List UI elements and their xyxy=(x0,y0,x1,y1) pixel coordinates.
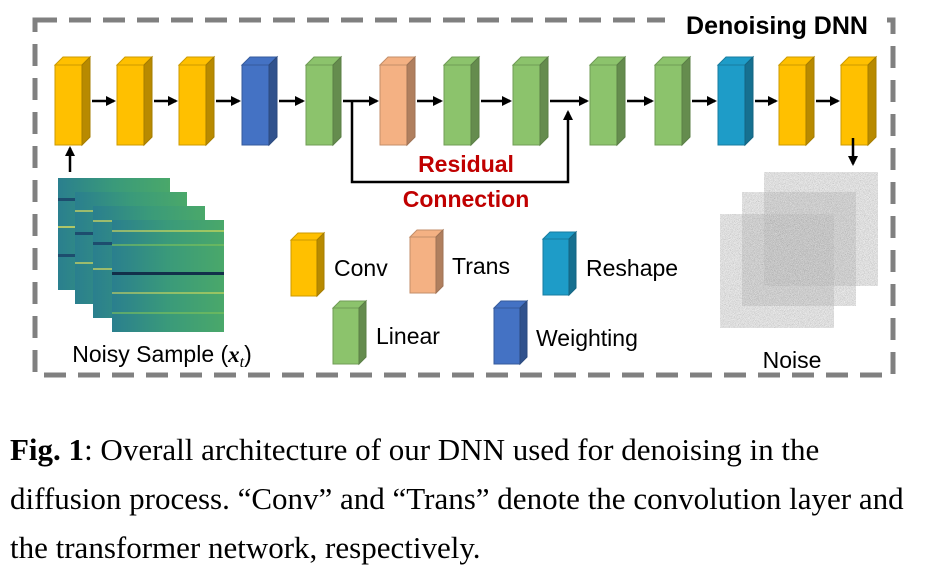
layer-block-conv xyxy=(115,55,154,147)
layer-block-reshape xyxy=(716,55,755,147)
noise-label: Noise xyxy=(763,347,822,373)
layer-block-trans xyxy=(378,55,417,147)
layer-block-conv xyxy=(839,55,878,147)
layer-block-weighting xyxy=(240,55,279,147)
layer-block-conv xyxy=(777,55,816,147)
legend-label-linear: Linear xyxy=(376,323,440,349)
layer-block-conv xyxy=(53,55,92,147)
legend-label-weighting: Weighting xyxy=(536,325,638,351)
layer-block-linear xyxy=(588,55,627,147)
layer-pipeline xyxy=(53,55,878,147)
layer-block-linear xyxy=(653,55,692,147)
residual-connection-path xyxy=(350,101,573,184)
layer-block-linear xyxy=(304,55,343,147)
legend-swatch-weighting xyxy=(492,299,529,366)
noisy-sample-label: Noisy Sample (xt) xyxy=(72,341,252,371)
noisy-sample-image xyxy=(58,178,224,332)
layer-block-conv xyxy=(177,55,216,147)
legend-swatch-linear xyxy=(331,299,368,366)
dnn-dashed-border xyxy=(32,17,896,378)
layer-block-linear xyxy=(511,55,550,147)
residual-label-line1: Residual xyxy=(418,151,514,177)
legend-swatch-reshape xyxy=(541,230,578,297)
legend-label-trans: Trans xyxy=(452,253,510,279)
legend-label-conv: Conv xyxy=(334,255,388,281)
dnn-title: Denoising DNN xyxy=(686,12,868,40)
figure-caption: Fig. 1: Overall architecture of our DNN … xyxy=(10,425,938,572)
caption-text: : Overall architecture of our DNN used f… xyxy=(10,432,904,565)
layer-block-linear xyxy=(442,55,481,147)
caption-figure-label: Fig. 1 xyxy=(10,432,85,467)
noise-image xyxy=(720,172,878,328)
architecture-figure: Denoising DNN Residual Connection xyxy=(32,6,896,378)
legend-swatch-conv xyxy=(289,231,326,298)
residual-label-line2: Connection xyxy=(403,186,530,212)
legend-label-reshape: Reshape xyxy=(586,255,678,281)
title-background xyxy=(665,6,887,40)
legend-swatch-trans xyxy=(408,228,445,295)
